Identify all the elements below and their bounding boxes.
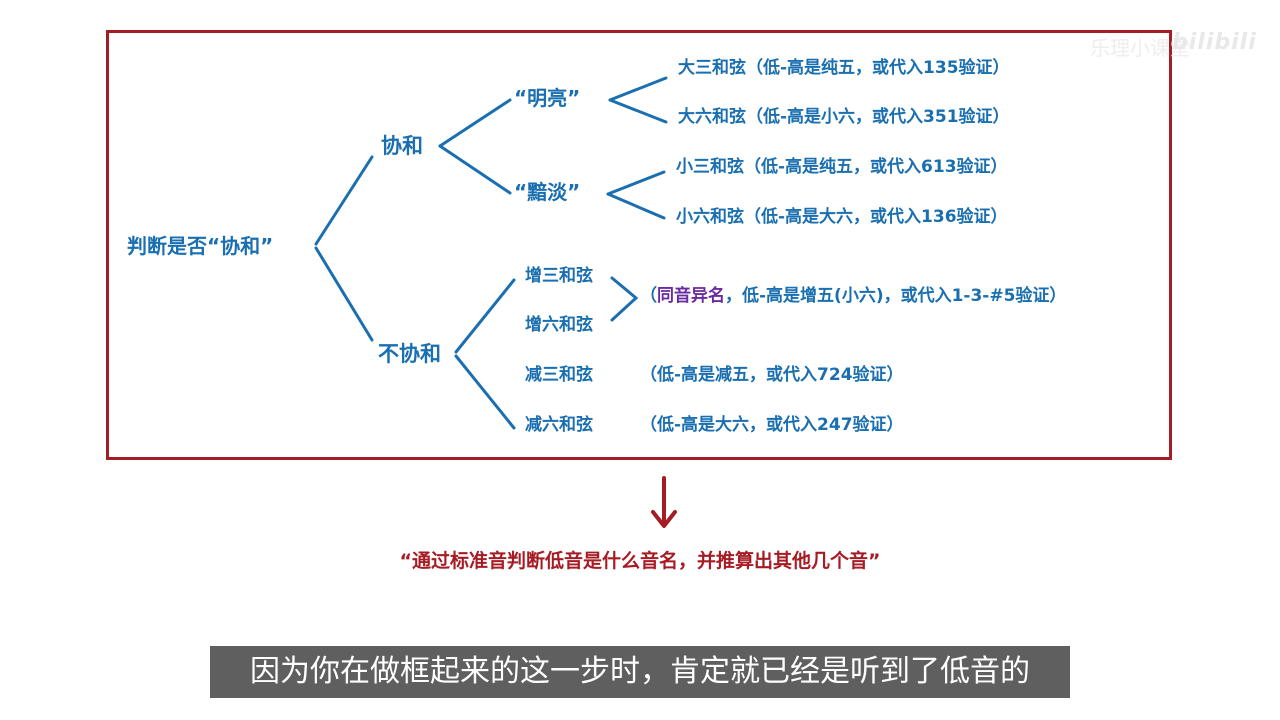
diminished-sixth-label: 减六和弦: [525, 415, 593, 435]
augmented-note-rest: ，低-高是增五(小六)，或代入1-3-#5验证）: [725, 286, 1067, 306]
dark-item-minor-sixth: 小六和弦（低-高是大六，或代入136验证）: [676, 207, 1008, 227]
connector-root-consonant: [314, 155, 374, 246]
augmented-note-open: （: [640, 286, 657, 306]
bright-item-major-triad: 大三和弦（低-高是纯五，或代入135验证）: [678, 58, 1010, 78]
root-label: 判断是否“协和”: [127, 234, 274, 258]
bilibili-logo: bilibili: [1172, 30, 1257, 55]
augmented-note: （同音异名，低-高是增五(小六)，或代入1-3-#5验证）: [640, 288, 1066, 305]
diagram-frame: [106, 30, 1172, 460]
connector-aug-bracket: [610, 276, 639, 322]
diminished-sixth-note: （低-高是大六，或代入247验证）: [640, 415, 904, 435]
bright-item-major-sixth: 大六和弦（低-高是小六，或代入351验证）: [678, 107, 1010, 127]
connector-consonant-dark: [438, 144, 512, 195]
augmented-triad-label: 增三和弦: [525, 266, 593, 286]
connector-dissonant-dim-sixth: [454, 354, 516, 430]
connector-consonant-bright: [438, 98, 512, 148]
connector-dark-item2: [606, 192, 666, 220]
bright-label: “明亮”: [514, 86, 581, 110]
connector-root-dissonant: [314, 246, 374, 342]
video-subtitle: 因为你在做框起来的这一步时，肯定就已经是听到了低音的: [210, 646, 1070, 698]
dark-item-minor-triad: 小三和弦（低-高是纯五，或代入613验证）: [676, 157, 1008, 177]
connector-dark-item1: [606, 170, 666, 196]
connector-dissonant-aug-triad: [454, 278, 516, 354]
conclusion-text: “通过标准音判断低音是什么音名，并推算出其他几个音”: [399, 550, 881, 572]
dissonant-label: 不协和: [378, 342, 441, 366]
augmented-sixth-label: 增六和弦: [525, 315, 593, 335]
diminished-triad-label: 减三和弦: [525, 365, 593, 385]
diminished-triad-note: （低-高是减五，或代入724验证）: [640, 365, 904, 385]
connector-bright-item1: [608, 76, 668, 102]
watermark-faint-text: 乐理小课堂: [1090, 36, 1190, 60]
augmented-note-highlight: 同音异名: [657, 286, 725, 306]
consonant-label: 协和: [381, 134, 423, 158]
connector-bright-item2: [608, 98, 668, 124]
dark-label: “黯淡”: [514, 180, 581, 204]
down-arrow-icon: [651, 476, 677, 528]
